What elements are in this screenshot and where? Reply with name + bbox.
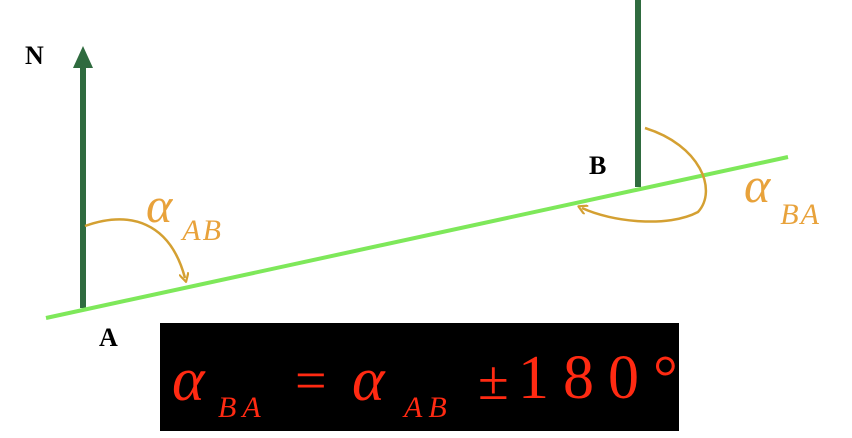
angle-ab-subscript: AB	[182, 214, 223, 247]
formula-equals: =	[295, 350, 327, 412]
formula-lhs-subscript: BA	[218, 391, 267, 424]
formula-rhs-symbol: α	[352, 346, 385, 414]
formula-lhs-symbol: α	[172, 346, 205, 414]
north-label: N	[25, 41, 44, 70]
angle-ba-label: αBA	[744, 157, 819, 230]
point-a-label: A	[99, 323, 118, 352]
formula-value: 180°	[518, 344, 692, 412]
point-b-label: B	[589, 151, 607, 180]
formula-plus-minus: ±	[478, 350, 509, 412]
angle-arc-ab	[84, 218, 185, 278]
formula-rhs-subscript: AB	[404, 391, 453, 424]
angle-ba-symbol: α	[744, 157, 771, 213]
angle-ab-symbol: α	[146, 177, 173, 233]
angle-ba-subscript: BA	[780, 198, 821, 231]
north-arrow-icon	[73, 46, 93, 68]
angle-arc-ba	[582, 126, 708, 223]
line-ab	[45, 155, 789, 320]
formula-box: α BA = α AB ± 180°	[160, 323, 679, 431]
